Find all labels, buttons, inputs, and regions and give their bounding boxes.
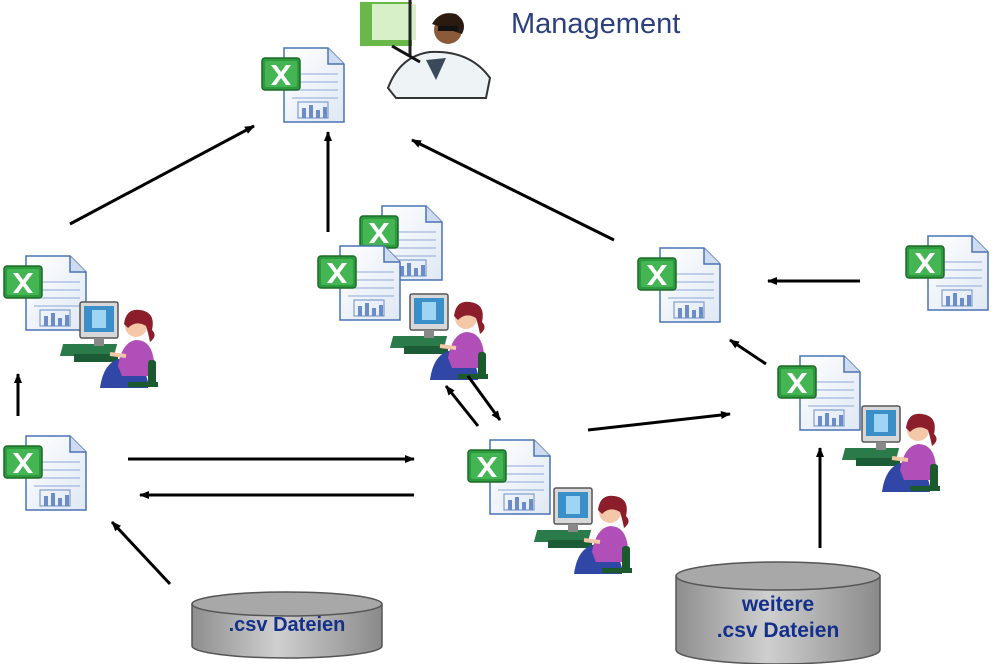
csv-files-label: .csv Dateien (228, 614, 346, 636)
arrow (411, 138, 615, 242)
arrow (729, 338, 767, 366)
arrow (110, 520, 172, 586)
computer-user-icon (387, 292, 490, 382)
spreadsheet-left-top (3, 255, 87, 331)
arrow (466, 375, 502, 421)
spreadsheet-management (261, 47, 345, 123)
csv-files-database (191, 591, 383, 659)
more-csv-files-line1: weitere (741, 593, 815, 616)
manager-presenter-icon (360, 0, 492, 99)
more-csv-files-database (675, 561, 881, 664)
spreadsheet-center-front (317, 245, 401, 321)
spreadsheet-bottom-center (467, 439, 551, 515)
spreadsheet-right-middle (637, 247, 721, 323)
arrow (444, 385, 480, 427)
spreadsheet-right-lower (777, 355, 861, 431)
management-label: Management (511, 8, 681, 40)
arrow (587, 411, 731, 432)
spreadsheet-far-right (905, 235, 989, 311)
more-csv-files-line2: .csv Dateien (716, 619, 840, 642)
arrow (69, 124, 255, 226)
spreadsheet-left-bottom (3, 435, 87, 511)
more-csv-files-label: weitere .csv Dateien (676, 592, 880, 644)
